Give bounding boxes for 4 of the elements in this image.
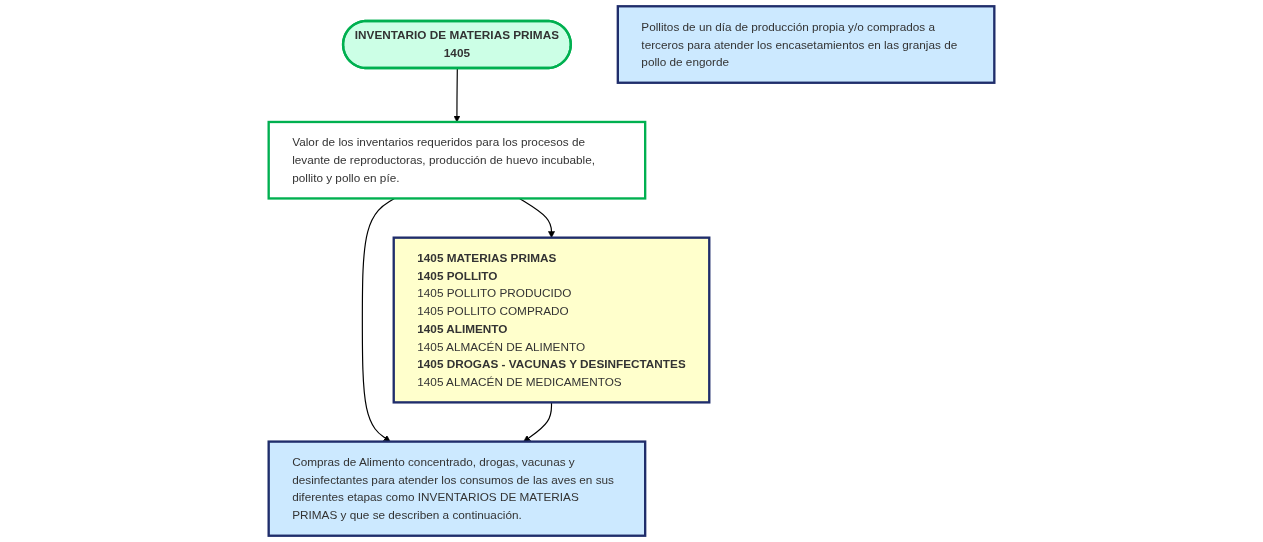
node-box: Compras de Alimento concentrado, drogas, vacunas y desinfectantes para atender los consumos de las aves en sus diferentes etapas como INVENTARIOS DE MATERIAS PRIMAS y que se describen a continuación. — [267, 440, 647, 537]
node-box: 1405 MATERIAS PRIMAS 1405 POLLITO 1405 POLLITO PRODUCIDO 1405 POLLITO COMPRADO 1405 ALIMENTO 1405 ALMACÉN DE ALIMENTO 1405 DROGAS - VACUNAS Y DESINFECTANTES 1405 ALMACÉN DE MEDICAMENTOS — [392, 236, 711, 404]
node-box: Pollitos de un día de producción propia y/o comprados a terceros para atender los encasetamientos en las granjas de pollo de engorde — [616, 5, 996, 84]
node-box: Valor de los inventarios requeridos para los procesos de levante de reproductoras, producción de huevo incubable, pollito y pollo en píe. — [267, 120, 647, 200]
